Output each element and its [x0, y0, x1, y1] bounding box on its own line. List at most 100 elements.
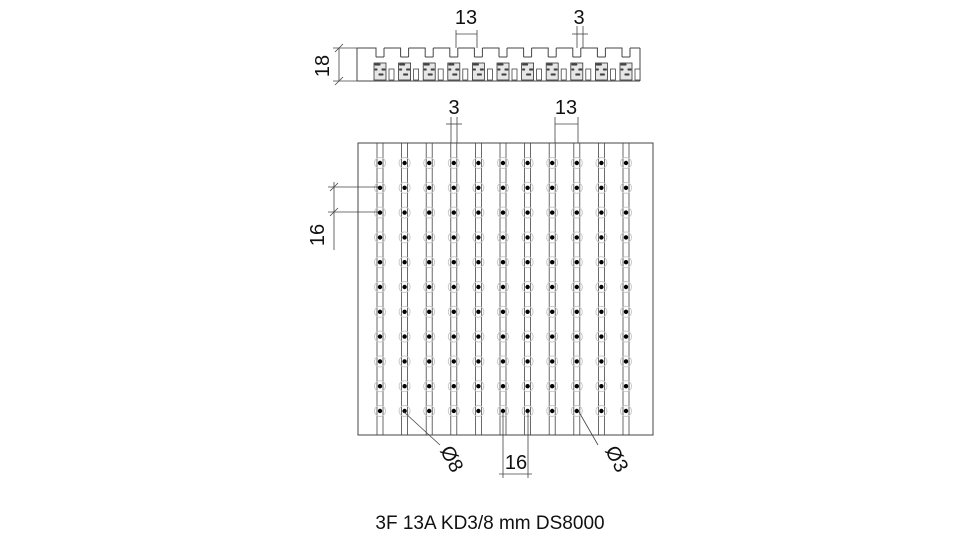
- plan-hole-pitch-vertical-label: 16: [307, 224, 329, 246]
- section-insert-stipple: [523, 68, 526, 71]
- large-hole-outline: [423, 281, 436, 293]
- large-hole-outline: [595, 231, 608, 244]
- large-hole-outline: [570, 157, 583, 169]
- section-insert-stipple: [621, 68, 624, 71]
- large-hole-outline: [497, 305, 509, 318]
- section-slot-width-label: 3: [573, 7, 584, 29]
- small-hole-dot: [427, 210, 432, 215]
- section-insert-stipple: [430, 73, 433, 76]
- large-hole-outline: [620, 231, 632, 244]
- small-hole-dot: [574, 284, 579, 290]
- section-drain-hole: [536, 68, 542, 81]
- large-hole-outline: [423, 157, 436, 169]
- small-hole-dot: [550, 260, 555, 265]
- section-drain-hole: [634, 68, 641, 81]
- large-hole-outline: [595, 181, 608, 194]
- large-hole-outline: [620, 380, 632, 393]
- small-hole-dot: [476, 359, 481, 364]
- small-hole-dot: [427, 384, 432, 389]
- small-hole-dot: [451, 334, 456, 339]
- small-hole-dot: [377, 334, 383, 339]
- large-hole-outline: [546, 380, 559, 393]
- section-top-edge: [605, 47, 623, 57]
- section-insert-stipple: [449, 68, 452, 71]
- section-insert: [398, 62, 412, 81]
- small-hole-dot: [377, 384, 383, 389]
- small-hole-dot: [623, 384, 629, 389]
- large-hole-outline: [595, 256, 608, 269]
- section-top-edge: [507, 47, 525, 57]
- small-hole-dot: [427, 359, 432, 364]
- section-top-edge: [531, 47, 549, 57]
- small-hole-dot: [427, 260, 432, 265]
- small-hole-dot: [550, 160, 555, 166]
- large-hole-outline: [447, 405, 460, 417]
- section-insert: [545, 62, 559, 81]
- large-hole-outline: [447, 355, 460, 368]
- small-hole-dot: [525, 185, 530, 190]
- small-hole-dot: [476, 185, 481, 190]
- small-hole-dot: [550, 334, 555, 339]
- large-hole-outline: [398, 181, 411, 194]
- large-hole-outline: [398, 281, 411, 293]
- large-hole-outline: [472, 355, 485, 368]
- small-hole-dot: [476, 210, 481, 215]
- section-insert-stipple: [473, 68, 476, 71]
- small-hole-dot: [451, 359, 456, 364]
- large-hole-outline: [447, 281, 460, 293]
- large-hole-outline: [374, 330, 386, 343]
- small-hole-dot: [451, 185, 456, 190]
- large-hole-outline: [374, 281, 386, 293]
- small-hole-dot: [377, 408, 383, 414]
- section-top-edge: [433, 47, 451, 57]
- section-insert-stipple: [501, 63, 504, 66]
- small-hole-dot: [599, 334, 604, 339]
- small-hole-dot: [402, 309, 407, 314]
- section-top-edge: [457, 47, 475, 57]
- section-insert-stipple: [432, 68, 435, 71]
- small-hole-dot: [451, 235, 456, 240]
- large-hole-outline: [497, 231, 509, 244]
- small-hole-dot: [574, 160, 579, 166]
- large-hole-outline: [374, 157, 386, 169]
- large-hole-outline: [521, 281, 534, 293]
- section-drain-hole: [486, 68, 493, 81]
- small-hole-dot: [623, 210, 629, 215]
- small-hole-dot: [525, 359, 530, 364]
- small-hole-dot: [476, 260, 481, 265]
- plan-outline: [357, 142, 654, 436]
- small-hole-dot: [377, 260, 383, 265]
- section-view: [356, 47, 641, 82]
- large-hole-outline: [595, 305, 608, 318]
- large-hole-outline: [472, 330, 485, 343]
- large-hole-outline: [447, 330, 460, 343]
- large-hole-outline: [521, 231, 534, 244]
- section-insert-stipple: [550, 63, 553, 66]
- section-insert: [447, 62, 461, 81]
- section-insert-stipple: [400, 68, 403, 71]
- small-hole-dot: [500, 408, 506, 414]
- small-hole-dot: [599, 384, 604, 389]
- section-insert-stipple: [599, 63, 603, 66]
- small-hole-dot: [377, 235, 383, 240]
- large-hole-outline: [472, 181, 485, 194]
- plan-view: [357, 142, 654, 436]
- small-hole-dot: [599, 260, 604, 265]
- small-hole-dot: [574, 185, 579, 190]
- small-hole-dot: [550, 284, 555, 290]
- large-hole-outline: [423, 206, 436, 219]
- small-hole-dot: [525, 384, 530, 389]
- section-insert-stipple: [378, 63, 381, 66]
- small-hole-dot: [500, 284, 506, 290]
- small-hole-dot: [623, 309, 629, 314]
- small-hole-dot: [402, 260, 407, 265]
- small-hole-dot: [377, 309, 383, 314]
- section-insert-stipple: [406, 73, 409, 76]
- small-hole-dot: [574, 260, 579, 265]
- small-hole-dot: [525, 260, 530, 265]
- drawing-title: 3F 13A KD3/8 mm DS8000: [375, 513, 605, 534]
- section-insert-stipple: [457, 68, 460, 71]
- large-hole-outline: [620, 157, 632, 169]
- small-hole-dot: [402, 235, 407, 240]
- small-hole-dot: [402, 210, 407, 215]
